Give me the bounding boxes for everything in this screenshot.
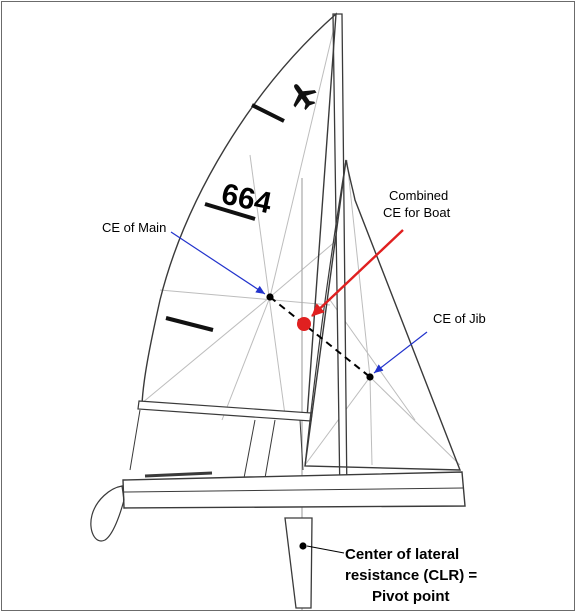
battens (165, 103, 285, 332)
label-clr-line3: Pivot point (372, 588, 450, 605)
airplane-icon (293, 84, 317, 111)
jib-construction-lines (304, 159, 461, 466)
clr-point (299, 542, 307, 550)
label-clr-line2: resistance (CLR) = (345, 567, 477, 584)
jib (304, 159, 462, 471)
ce-jib-point (366, 373, 374, 381)
label-clr-line1: Center of lateral (345, 546, 459, 563)
combined-ce-arrow (311, 229, 404, 317)
main-construction-lines (141, 14, 338, 421)
sail-number: 664 (219, 178, 275, 221)
boom-rigging (129, 409, 304, 479)
label-combined-line1: Combined (389, 188, 448, 203)
ce-main-point (266, 293, 274, 301)
mainsail (141, 12, 337, 419)
combined-ce-point (297, 317, 311, 331)
hull (122, 471, 466, 509)
ce-jib-arrow (373, 331, 428, 374)
clr-pointer (306, 545, 345, 554)
boom (137, 400, 313, 422)
label-ce-main: CE of Main (102, 220, 166, 235)
label-combined-line2: CE for Boat (383, 205, 451, 220)
ce-connector-line (269, 296, 371, 378)
rudder (90, 485, 125, 542)
ce-main-arrow (170, 231, 266, 295)
mast (332, 13, 348, 501)
centerboard (284, 517, 313, 609)
label-ce-jib: CE of Jib (433, 311, 486, 326)
